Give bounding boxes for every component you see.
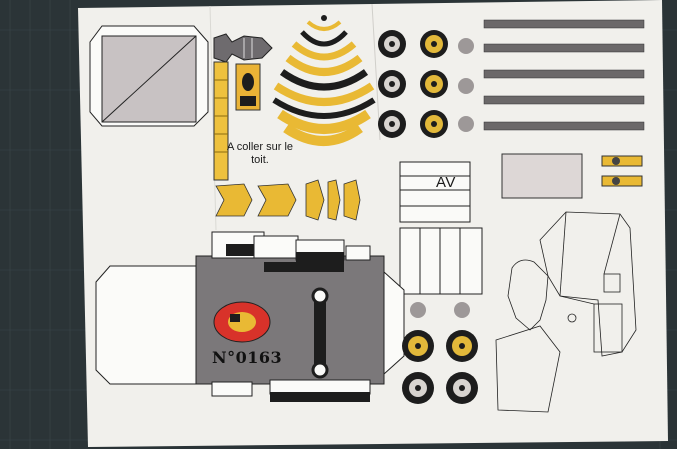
serial-number-label: N°0163 <box>212 348 283 367</box>
av-panel <box>399 161 471 223</box>
window-panel <box>501 153 583 199</box>
yellow-brackets <box>601 155 643 187</box>
rear-panel <box>399 227 483 295</box>
yellow-arches <box>272 15 376 146</box>
roof-note-label: A coller sur le toit. <box>226 141 294 166</box>
bomb-part <box>213 33 273 63</box>
red-emblem <box>213 301 271 343</box>
spring-strips <box>483 19 645 131</box>
wheels-bottom <box>402 302 478 404</box>
sheet-divider <box>371 3 381 141</box>
cab-outline <box>495 211 637 413</box>
chassis <box>95 231 405 402</box>
front-mark-label: AV <box>436 174 456 191</box>
yellow-fins <box>215 179 361 221</box>
yellow-strip <box>213 61 229 181</box>
yellow-emblem <box>235 63 261 111</box>
wheels-top <box>378 30 474 138</box>
roof-panel <box>89 25 209 127</box>
